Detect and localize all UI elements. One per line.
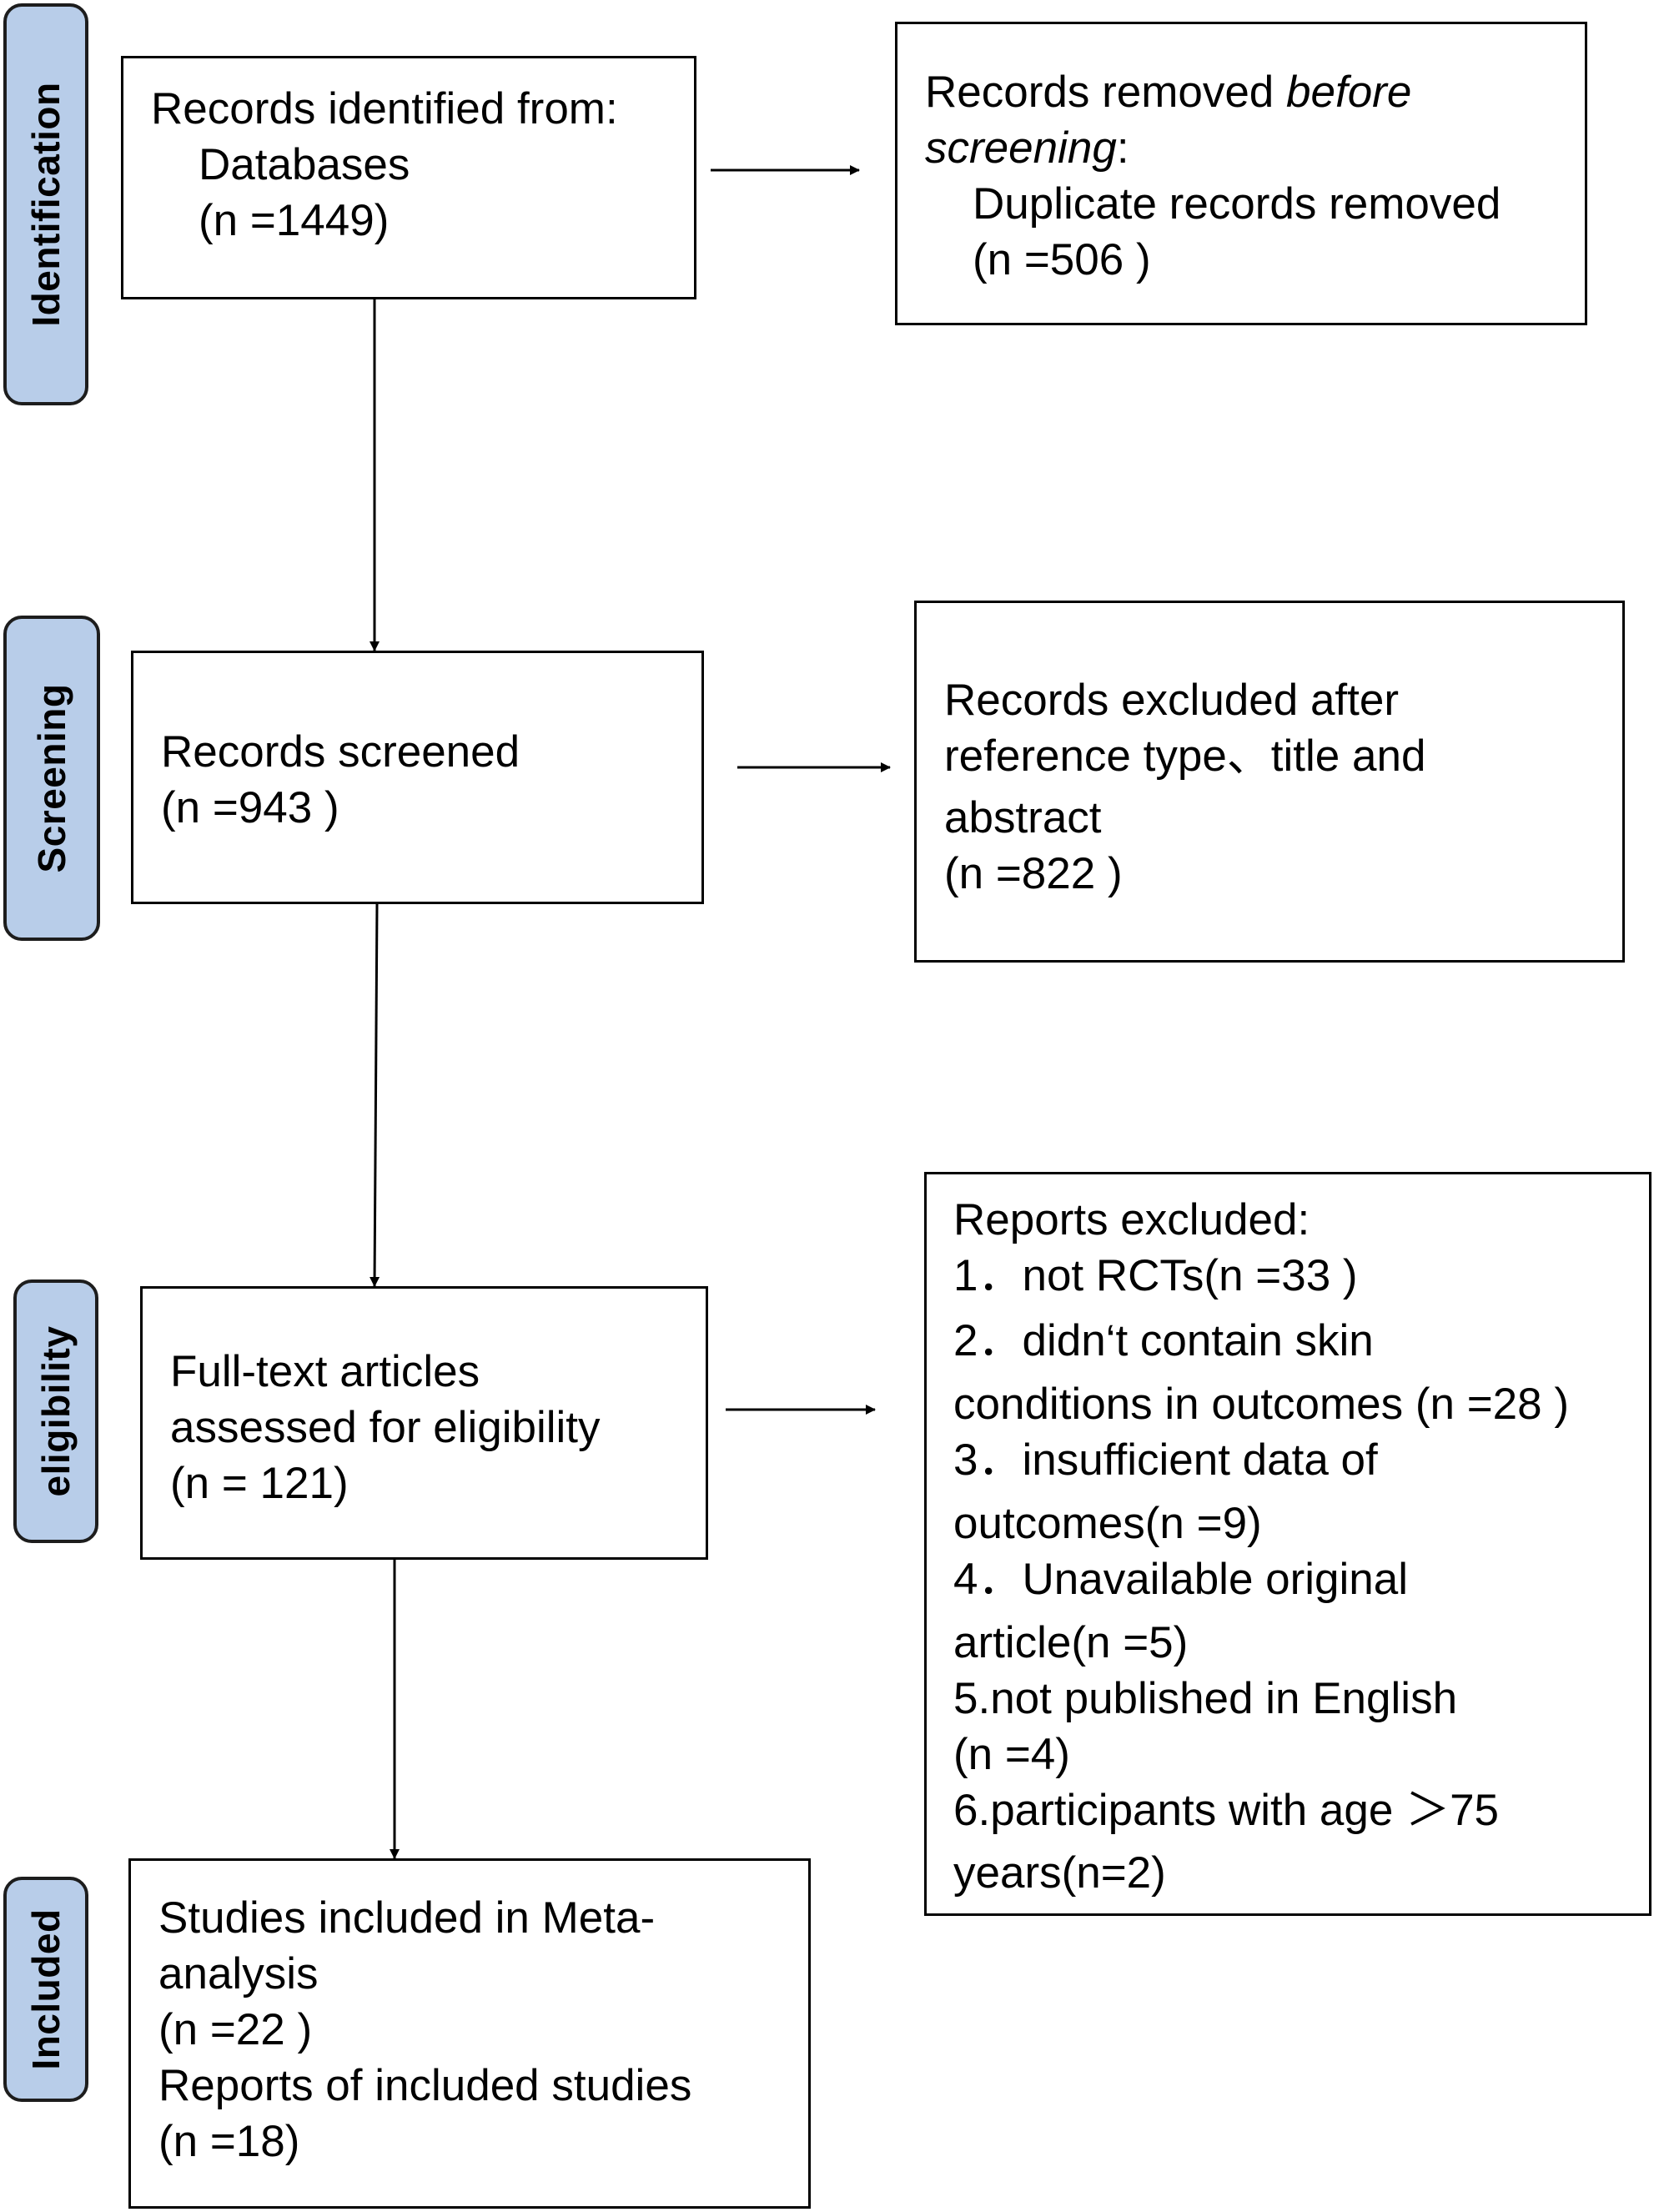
- reports-excluded-item-2-cont: conditions in outcomes (n =28 ): [953, 1380, 1569, 1429]
- fulltext-assessed-count: (n = 121): [170, 1459, 349, 1508]
- reports-excluded-item-4-cont: article(n =5): [953, 1618, 1189, 1667]
- reports-included-count: (n =18): [158, 2117, 300, 2166]
- arrow-screened-to-fulltext: [370, 903, 380, 1287]
- records-removed-count: (n =506 ): [973, 235, 1151, 284]
- records-identified-box: Records identified from: Databases (n =1…: [121, 56, 696, 299]
- studies-included-title: Studies included in Meta-: [158, 1893, 656, 1943]
- stage-screening: Screening: [3, 616, 100, 941]
- fulltext-assessed-title: Full-text articles: [170, 1347, 480, 1396]
- records-identified-title: Records identified from:: [151, 84, 618, 133]
- reports-excluded-item-3: 3．insufficient data of: [953, 1435, 1378, 1485]
- studies-included-title-cont: analysis: [158, 1949, 319, 1998]
- reports-excluded-item-6: 6.participants with age ＞75: [953, 1786, 1500, 1835]
- records-removed-subtitle: screening:: [925, 123, 1129, 173]
- records-identified-count: (n =1449): [199, 196, 390, 245]
- stage-eligibility: eligibility: [13, 1279, 98, 1543]
- records-screened-count: (n =943 ): [161, 783, 339, 832]
- records-screened-title: Records screened: [161, 727, 520, 777]
- records-excluded-reason-2: abstract: [944, 793, 1102, 842]
- reports-excluded-item-5-cont: (n =4): [953, 1730, 1070, 1779]
- stage-identification: Identification: [3, 3, 88, 405]
- reports-excluded-item-2: 2．didn‘t contain skin: [953, 1316, 1374, 1365]
- stage-included: Included: [3, 1877, 88, 2102]
- records-removed-title: Records removed before: [925, 68, 1412, 117]
- reports-excluded-item-4: 4．Unavailable original: [953, 1555, 1409, 1604]
- reports-excluded-item-3-cont: outcomes(n =9): [953, 1499, 1262, 1548]
- records-identified-source: Databases: [199, 140, 410, 189]
- records-screened-box: Records screened (n =943 ): [131, 651, 704, 904]
- records-excluded-title: Records excluded after: [944, 676, 1400, 725]
- studies-included-box: Studies included in Meta- analysis (n =2…: [128, 1858, 811, 2209]
- records-removed-box: Records removed before screening: Duplic…: [895, 22, 1587, 325]
- studies-included-count: (n =22 ): [158, 2005, 313, 2054]
- records-excluded-reason-1: reference type、title and: [944, 731, 1426, 781]
- reports-included-title: Reports of included studies: [158, 2061, 692, 2110]
- fulltext-assessed-box: Full-text articles assessed for eligibil…: [140, 1286, 708, 1560]
- records-excluded-count: (n =822 ): [944, 849, 1123, 898]
- reports-excluded-item-1: 1．not RCTs(n =33 ): [953, 1251, 1358, 1300]
- reports-excluded-item-6-cont: years(n=2): [953, 1848, 1166, 1898]
- records-removed-reason: Duplicate records removed: [973, 179, 1501, 229]
- fulltext-assessed-subtitle: assessed for eligibility: [170, 1403, 601, 1452]
- reports-excluded-title: Reports excluded:: [953, 1195, 1310, 1244]
- reports-excluded-item-5: 5.not published in English: [953, 1674, 1458, 1723]
- records-excluded-box: Records excluded after reference type、ti…: [914, 601, 1625, 963]
- reports-excluded-box: Reports excluded: 1．not RCTs(n =33 ) 2．d…: [924, 1172, 1651, 1916]
